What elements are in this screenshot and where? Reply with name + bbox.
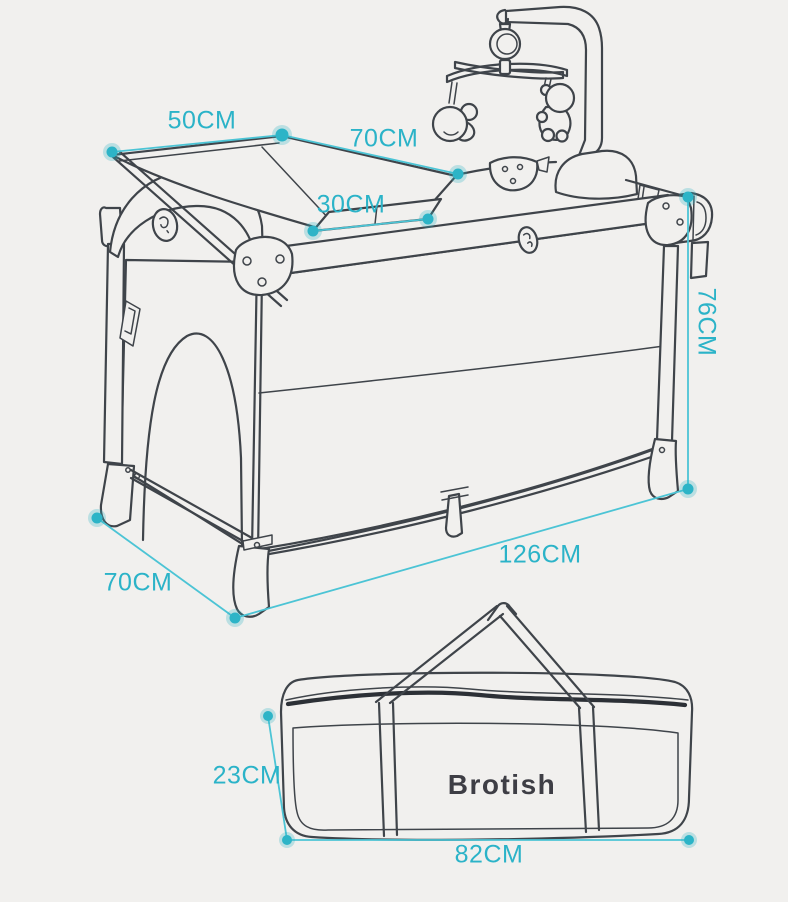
bag-body: [279, 671, 694, 841]
toy-mobile-bar: [431, 5, 660, 205]
foot-hinge-hole: [253, 541, 261, 549]
bag-inner-panel: [292, 722, 679, 831]
bag-brand-logo: Brotish: [447, 769, 557, 800]
bag-handle-left: [374, 604, 505, 705]
crib-body: [98, 156, 714, 558]
bag-handle-right: [498, 604, 596, 710]
dim-dot: [260, 708, 276, 724]
right-cap-seam: [692, 195, 707, 241]
bag-strap-down-right: [577, 705, 601, 834]
side-latch: [119, 300, 141, 347]
back-left-leg: [102, 242, 126, 466]
carry-bag: [279, 602, 694, 841]
bracket-hole: [662, 202, 670, 210]
dim-line-50cm: [111, 134, 283, 153]
dim-dot: [681, 832, 697, 848]
crossbar-hub: [498, 58, 512, 76]
dimension-endpoints: [88, 125, 697, 848]
dim-dot: [679, 480, 697, 498]
bag-zipper: [285, 690, 688, 708]
dim-label-top-length: 70CM: [349, 124, 419, 153]
dim-label-bag-height: 23CM: [212, 761, 282, 790]
left-corner-bracket: [232, 235, 294, 297]
mat-fold-line: [261, 146, 332, 222]
dim-label-bag-length: 82CM: [454, 840, 524, 869]
mobile-mount: [554, 149, 639, 200]
hanging-toy-left: [431, 102, 479, 143]
dim-line-126cm: [234, 488, 689, 619]
mobile-arm: [504, 5, 604, 160]
dim-line-70cm-bottom: [96, 517, 236, 619]
front-panel-seam: [258, 345, 665, 394]
pouch-hole: [501, 165, 509, 173]
center-foot: [444, 492, 464, 538]
bracket-hole: [257, 277, 267, 287]
front-left-foot: [232, 534, 273, 618]
bag-top-fold: [285, 686, 689, 701]
dim-dot: [103, 143, 121, 161]
dim-dot: [679, 188, 697, 206]
dim-label-tray-width: 30CM: [316, 190, 386, 219]
dim-dot: [449, 165, 467, 183]
front-bottom-rail: [256, 446, 659, 558]
dim-line-70cm-top: [281, 134, 459, 175]
mat-back-edge: [118, 142, 280, 162]
dim-dot: [226, 609, 244, 627]
dim-label-mat-width: 50CM: [167, 106, 237, 135]
dim-dot: [272, 125, 292, 145]
pouch-flag: [536, 156, 550, 173]
dim-label-height: 76CM: [692, 287, 721, 357]
hanger-ball-inner: [496, 33, 518, 55]
center-foot-hinge: [440, 486, 469, 501]
fan-pouch: [488, 156, 539, 192]
lock-button-front: [517, 226, 539, 254]
dim-dot: [419, 210, 437, 228]
dim-dot: [88, 509, 106, 527]
dim-dot: [304, 222, 322, 240]
changing-table: [110, 134, 458, 308]
bracket-hole: [242, 256, 252, 266]
dim-line-23cm: [267, 715, 288, 841]
bag-strap-down-left: [377, 701, 399, 838]
dim-line-30cm: [312, 218, 429, 232]
bracket-hole: [275, 254, 285, 264]
mobile-crossbar-2: [453, 60, 565, 80]
tray-divider: [374, 205, 378, 225]
dim-dot: [279, 832, 295, 848]
hanger-hook: [496, 8, 510, 25]
right-cap-lower: [689, 240, 710, 280]
right-foot: [647, 437, 680, 501]
lock-button-left: [151, 208, 179, 242]
bracket-hole: [676, 218, 684, 226]
pouch-hole: [516, 163, 524, 171]
pouch-hole: [509, 177, 517, 185]
dimension-lines: [96, 134, 689, 841]
toy-strap-left: [448, 81, 458, 105]
rail-hinge-hole: [133, 472, 141, 480]
dim-label-length: 126CM: [498, 540, 582, 569]
bag-handle-apex: [486, 602, 518, 622]
mesh-arch-window: [141, 332, 244, 548]
back-left-foot: [99, 462, 136, 528]
left-bottom-rail: [129, 468, 254, 547]
hanging-toy-right: [535, 82, 576, 143]
dim-label-depth: 70CM: [103, 568, 173, 597]
right-foot-hinge-hole: [658, 446, 666, 454]
